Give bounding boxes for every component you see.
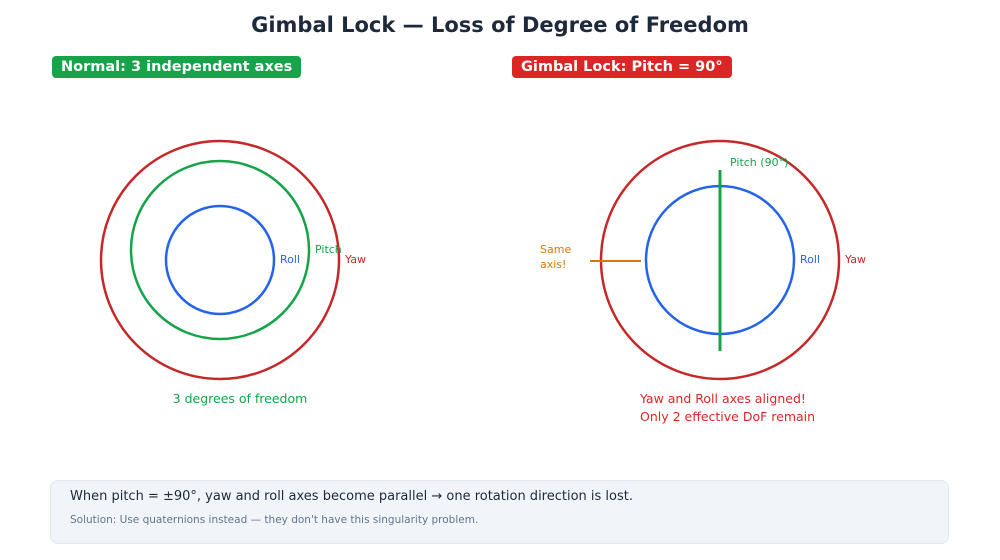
note-main-text: When pitch = ±90°, yaw and roll axes bec…	[70, 489, 633, 504]
note-solution-text: Solution: Use quaternions instead — they…	[70, 514, 479, 526]
yaw-ring	[99, 139, 341, 381]
page-title: Gimbal Lock — Loss of Degree of Freedom	[251, 13, 749, 37]
yaw-label: Yaw	[844, 253, 866, 266]
roll-label: Roll	[800, 253, 820, 266]
pitch-90-label: Pitch (90°)	[730, 156, 788, 169]
explanation-note: When pitch = ±90°, yaw and roll axes bec…	[50, 480, 949, 544]
pitch-label: Pitch	[315, 243, 342, 256]
locked-gimbal-diagram: Pitch (90°) Roll Yaw Same axis! Yaw and …	[540, 139, 866, 424]
same-axis-label-line2: axis!	[540, 258, 566, 271]
roll-ring	[164, 204, 276, 316]
normal-state-badge: Normal: 3 independent axes	[52, 56, 302, 78]
lock-caption-line1: Yaw and Roll axes aligned!	[639, 391, 806, 406]
yaw-label: Yaw	[344, 253, 366, 266]
normal-gimbal-diagram: Roll Pitch Yaw 3 degrees of freedom	[99, 139, 366, 406]
pitch-ring	[129, 159, 311, 341]
gimbal-lock-badge: Gimbal Lock: Pitch = 90°	[512, 56, 732, 78]
same-axis-label-line1: Same	[540, 243, 571, 256]
lock-caption-line2: Only 2 effective DoF remain	[640, 409, 815, 424]
roll-label: Roll	[280, 253, 300, 266]
normal-caption: 3 degrees of freedom	[173, 391, 308, 406]
